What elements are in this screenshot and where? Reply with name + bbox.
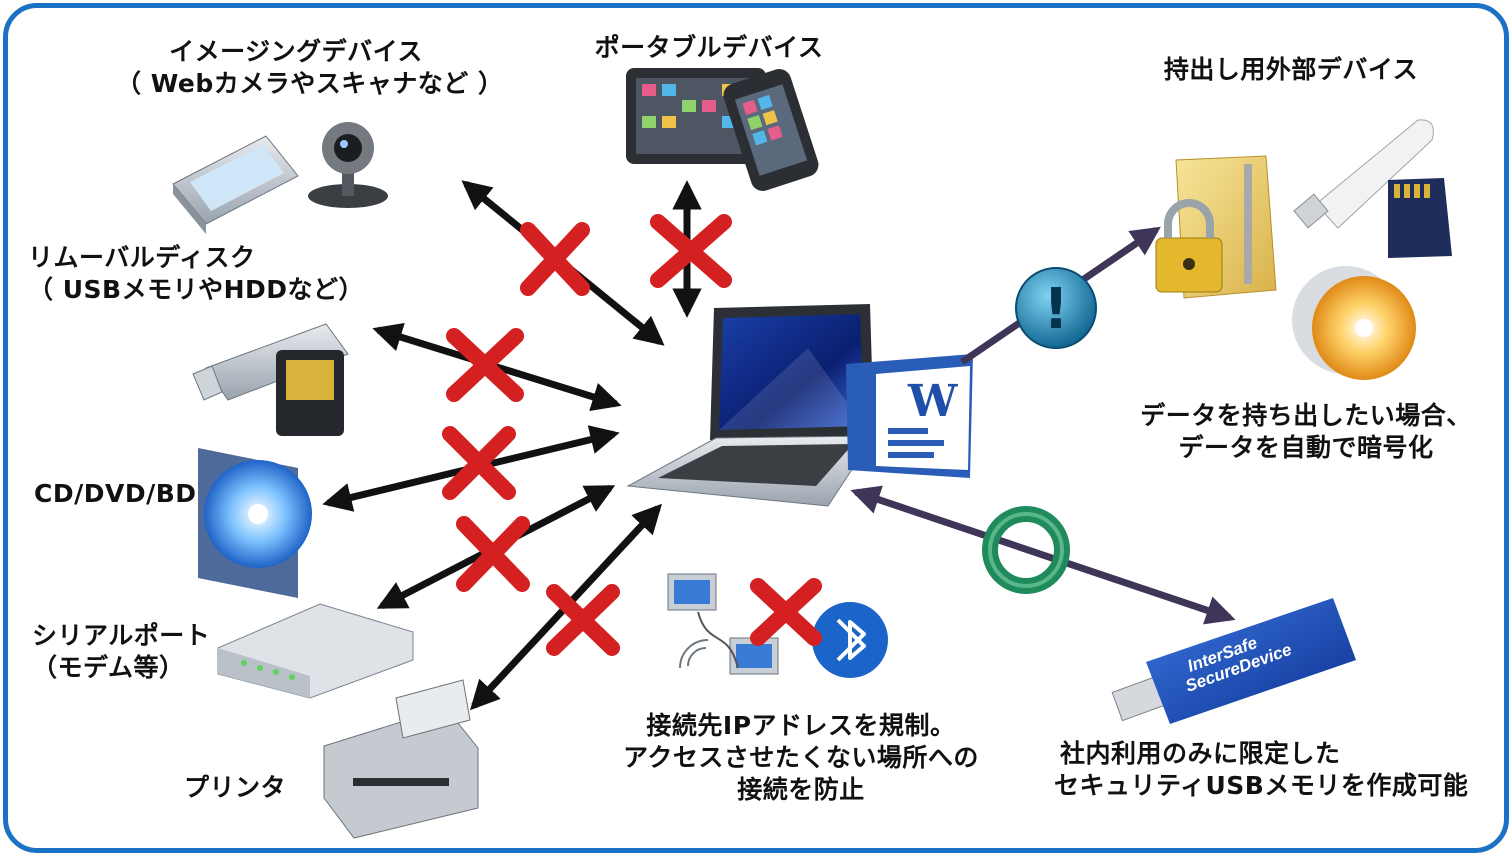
printer-label: プリンタ [184,773,287,802]
encrypt-line2: データを自動で暗号化 [1178,433,1434,462]
external-label: 持出し用外部デバイス [1163,55,1419,84]
memory-card-icon [276,350,344,436]
portable-label: ポータブルデバイス [594,33,824,62]
usb-line2: セキュリティUSBメモリを作成可能 [1054,771,1469,800]
arrow-secure-usb [850,485,1236,625]
warning-badge-icon: ! [1015,267,1097,349]
serial-title: シリアルポート [32,621,211,650]
modem-icon [217,603,414,699]
encrypt-description: データを持ち出したい場合、 データを自動で暗号化 [1106,400,1504,464]
block-mark-network [750,578,822,646]
imaging-title: イメージングデバイス [169,37,423,66]
network-description: 接続先IPアドレスを規制。 アクセスさせたくない場所への 接続を防止 [606,710,996,806]
dvd-disc-icon [1292,266,1416,380]
imaging-subtitle: （ Webカメラやスキャナなど ） [116,69,504,98]
cd-case-icon [198,448,312,598]
usb-stick-white-icon [1293,119,1434,229]
network-line3: 接続を防止 [737,775,865,804]
removable-label: リムーバルディスク （ USBメモリやHDDなど） [28,242,364,306]
secure-usb-icon: InterSafe SecureDevice [1111,598,1356,724]
webcam-icon [308,122,388,208]
block-mark-printer [546,584,620,656]
serial-label: シリアルポート （モデム等） [32,620,210,684]
block-mark-portable [650,214,732,288]
network-line1: 接続先IPアドレスを規制。 [646,711,956,740]
printer-icon [323,679,479,839]
usb-line1: 社内利用のみに限定した [1060,739,1341,768]
encrypt-line1: データを持ち出したい場合、 [1140,401,1472,430]
warning-symbol: ! [1043,277,1069,342]
optical-label: CD/DVD/BD [34,479,197,508]
word-letter: W [907,376,958,427]
removable-title: リムーバルディスク [28,243,256,272]
block-mark-serial [456,516,530,592]
serial-subtitle: （モデム等） [32,653,185,682]
removable-subtitle: （ USBメモリやHDDなど） [28,275,364,304]
block-mark-imaging [520,222,590,296]
diagram-frame: W InterSafe SecureDevice [3,3,1509,853]
smartphone-icon [723,69,819,191]
imaging-label: イメージングデバイス （ Webカメラやスキャナなど ） [116,36,504,100]
block-mark-optical [442,426,516,500]
laptop-icon [626,304,875,507]
secure-usb-description: 社内利用のみに限定した セキュリティUSBメモリを作成可能 [1054,738,1468,802]
sd-card-icon [1388,178,1452,258]
network-line2: アクセスさせたくない場所への [623,743,979,772]
bluetooth-icon [812,602,888,678]
encrypted-folder-icon [1155,155,1277,299]
word-document-icon: W [846,354,973,478]
block-mark-removable [446,328,524,402]
diagram-canvas: W InterSafe SecureDevice [172,68,1452,839]
scanner-icon [172,135,299,234]
allowed-ring-icon [982,506,1070,594]
